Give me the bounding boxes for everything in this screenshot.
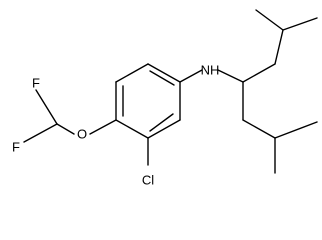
amine-label: NH xyxy=(201,63,220,78)
fluorine-upper-label: F xyxy=(32,76,40,91)
bond-c-f-lower xyxy=(23,123,58,143)
lower-isobutyl xyxy=(242,81,318,174)
bond-o-c xyxy=(56,123,75,135)
bond-ring-nh xyxy=(179,69,203,83)
bond-ring-o xyxy=(89,119,117,135)
bond-c-f-upper xyxy=(35,89,58,125)
fluorine-lower-label: F xyxy=(12,140,20,155)
chlorine-label: Cl xyxy=(142,173,154,188)
benzene-ring xyxy=(115,63,181,139)
bond-nh-ch xyxy=(217,69,244,83)
oxygen-label: O xyxy=(77,127,87,142)
molecule-structure: NH Cl O F F xyxy=(12,9,318,188)
upper-isobutyl xyxy=(242,9,318,83)
